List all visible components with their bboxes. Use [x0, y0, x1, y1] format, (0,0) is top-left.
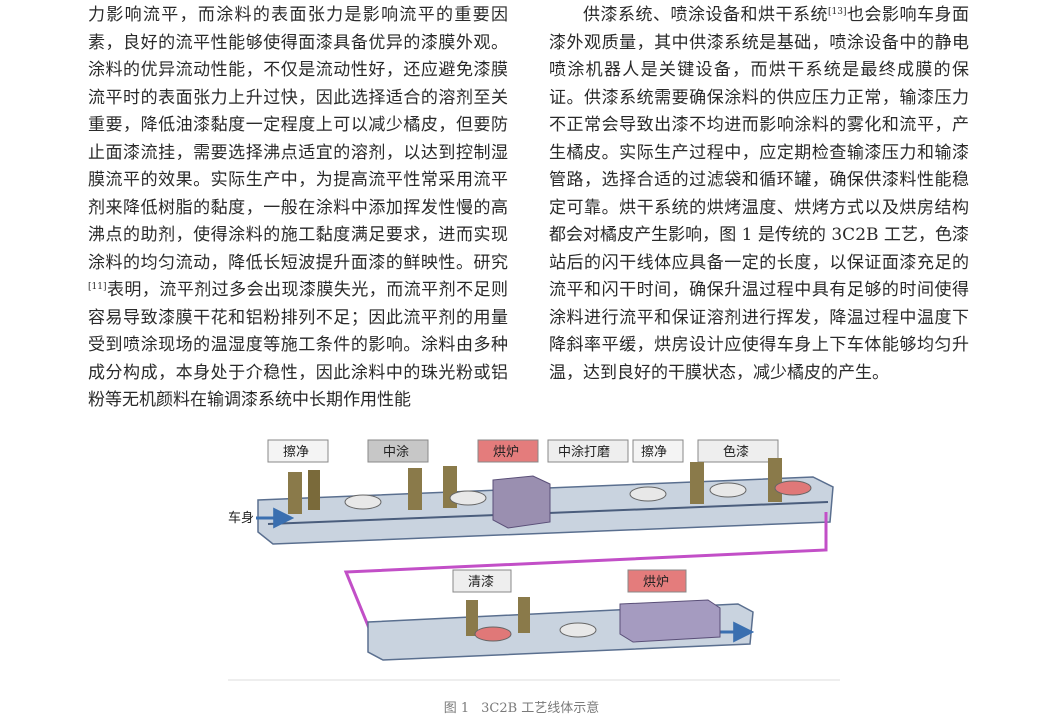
robot — [768, 458, 782, 502]
robot — [518, 597, 530, 633]
station-label: 中涂 — [383, 444, 409, 460]
text-column-right: 供漆系统、喷涂设备和烘干系统[13]也会影响车身面漆外观质量，其中供漆系统是基础… — [549, 2, 969, 387]
paragraph-text: 供漆系统、喷涂设备和烘干系统 — [583, 5, 829, 25]
car-body — [449, 490, 487, 506]
paragraph-text: 力影响流平，而涂料的表面张力是影响流平的重要因素，良好的流平性能够使得面漆具备优… — [88, 5, 508, 273]
station-label: 擦净 — [641, 445, 667, 460]
car-body — [559, 622, 597, 638]
station-label: 擦净 — [283, 445, 309, 460]
station-label: 清漆 — [468, 574, 494, 590]
station-label: 烘炉 — [643, 575, 669, 590]
car-body — [344, 494, 382, 510]
robot — [308, 470, 320, 510]
caption-number: 图 1 — [443, 701, 470, 716]
paragraph-text: 表明，流平剂过多会出现漆膜失光，而流平剂不足则容易导致漆膜干花和铝粉排列不足；因… — [88, 280, 508, 410]
robot — [690, 462, 704, 504]
text-column-left: 力影响流平，而涂料的表面张力是影响流平的重要因素，良好的流平性能够使得面漆具备优… — [88, 2, 508, 415]
car-body — [629, 486, 667, 502]
citation-ref: [13] — [828, 7, 847, 17]
robot — [408, 468, 422, 510]
paragraph-text: 也会影响车身面漆外观质量，其中供漆系统是基础，喷涂设备中的静电喷涂机器人是关键设… — [549, 5, 970, 383]
process-line-figure: 车身 擦净 中涂 烘炉 中涂打磨 擦净 色漆 清漆 烘炉 — [228, 439, 840, 681]
station-label: 烘炉 — [493, 445, 519, 460]
robot — [288, 472, 302, 514]
car-body — [709, 482, 747, 498]
station-label: 色漆 — [723, 444, 749, 460]
oven-body — [492, 475, 551, 529]
entry-label: 车身 — [228, 510, 254, 526]
oven-body — [619, 599, 721, 643]
station-label: 中涂打磨 — [558, 444, 610, 460]
robot — [466, 600, 478, 636]
citation-ref: [11] — [88, 282, 107, 292]
figure-caption: 图 1 3C2B 工艺线体示意 — [0, 697, 1043, 716]
car-body — [474, 626, 512, 642]
connector-line — [343, 512, 828, 651]
car-body — [774, 480, 812, 496]
caption-text: 3C2B 工艺线体示意 — [481, 701, 600, 716]
